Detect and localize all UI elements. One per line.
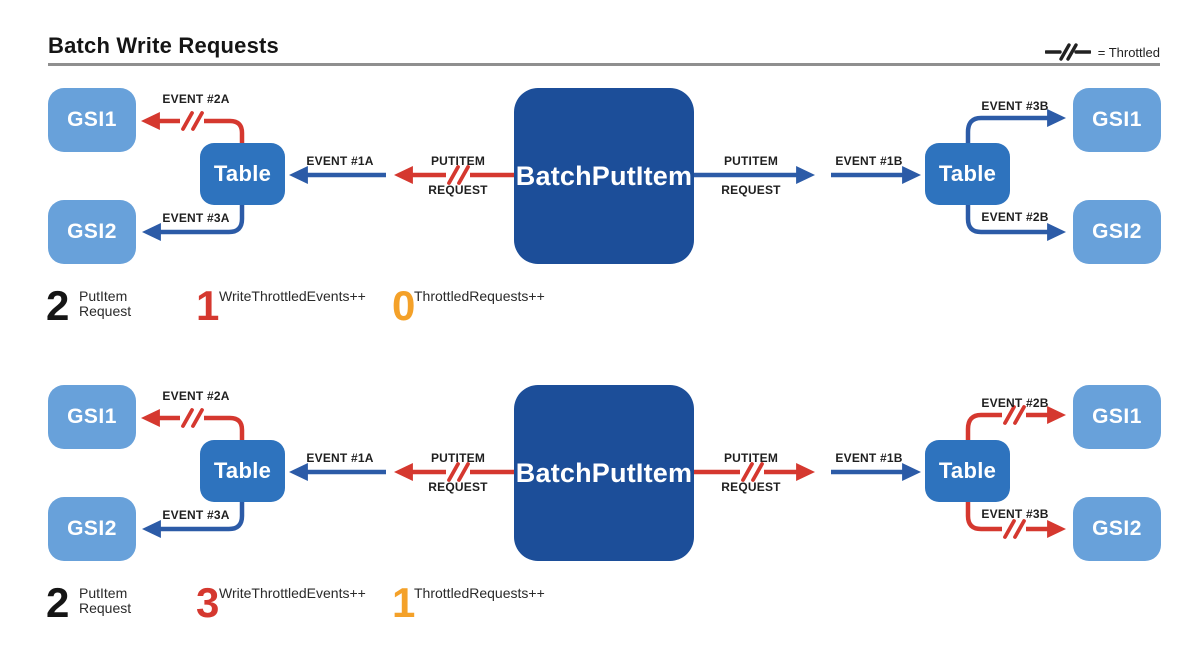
- throttled-requests-count: 1: [392, 579, 416, 626]
- putitem-left-label-line2: REQUEST: [428, 480, 488, 494]
- throttle-mark-putitem-left: [447, 462, 470, 482]
- putitem-left-label-line2: REQUEST: [428, 183, 488, 197]
- throttle-mark-event-3b: [1003, 519, 1026, 539]
- gsi2-left-node: GSI2: [48, 200, 136, 264]
- write-throttled-count: 1: [196, 282, 220, 329]
- event-2b-label: EVENT #2B: [981, 396, 1049, 410]
- arrow-event-3b: [965, 500, 1002, 532]
- event-1a-label: EVENT #1A: [306, 154, 374, 168]
- gsi1-left-node: GSI1: [48, 88, 136, 152]
- throttle-mark-event-2a: [181, 408, 204, 428]
- arrow-event-3a: [142, 501, 245, 538]
- putitem-count-label: PutItem Request: [79, 288, 132, 319]
- arrow-event-2b: [965, 203, 1066, 241]
- diagram-1-arrows: [141, 109, 1066, 241]
- table-right-node: Table: [925, 143, 1010, 205]
- title-divider: [48, 63, 1160, 66]
- table-left-node: Table: [200, 440, 285, 502]
- putitem-right-label-line2: REQUEST: [721, 480, 781, 494]
- arrow-event-2a: [204, 118, 245, 146]
- gsi2-right-node: GSI2: [1073, 200, 1161, 264]
- arrow-event-3b: [965, 109, 1066, 145]
- event-3b-label: EVENT #3B: [981, 507, 1049, 521]
- arrow-event-2b: [965, 412, 1002, 442]
- event-2b-label: EVENT #2B: [981, 210, 1049, 224]
- throttled-requests-count: 0: [392, 282, 416, 329]
- putitem-left-label-line1: PUTITEM: [430, 451, 486, 465]
- write-throttled-count: 3: [196, 579, 220, 626]
- event-1b-label: EVENT #1B: [835, 154, 903, 168]
- event-3a-label: EVENT #3A: [162, 508, 230, 522]
- putitem-right-label-line1: PUTITEM: [723, 451, 779, 465]
- write-throttled-label: WriteThrottledEvents++: [219, 585, 366, 601]
- batchputitem-node: BatchPutItem: [514, 385, 694, 561]
- table-left-node: Table: [200, 143, 285, 205]
- event-1b-label: EVENT #1B: [835, 451, 903, 465]
- putitem-count: 2: [46, 282, 70, 329]
- gsi1-right-node: GSI1: [1073, 88, 1161, 152]
- putitem-left-label-line1: PUTITEM: [430, 154, 486, 168]
- throttled-legend: = Throttled: [1044, 42, 1160, 62]
- gsi2-right-node: GSI2: [1073, 497, 1161, 561]
- write-throttled-label: WriteThrottledEvents++: [219, 288, 366, 304]
- page-title: Batch Write Requests: [48, 33, 279, 58]
- gsi1-right-node: GSI1: [1073, 385, 1161, 449]
- putitem-count: 2: [46, 579, 70, 626]
- throttle-mark-event-2a: [181, 111, 204, 131]
- throttled-line-icon: [1044, 43, 1091, 61]
- throttled-requests-label: ThrottledRequests++: [414, 585, 545, 601]
- throttled-legend-label: = Throttled: [1097, 44, 1160, 60]
- event-3b-label: EVENT #3B: [981, 99, 1049, 113]
- arrow-event-2a: [204, 415, 245, 443]
- gsi1-left-node: GSI1: [48, 385, 136, 449]
- putitem-count-label: PutItem Request: [79, 585, 132, 616]
- event-2a-label: EVENT #2A: [162, 92, 230, 106]
- event-3a-label: EVENT #3A: [162, 211, 230, 225]
- arrow-event-3a: [142, 204, 245, 241]
- diagram-2-arrows: [141, 405, 1066, 539]
- event-1a-label: EVENT #1A: [306, 451, 374, 465]
- table-right-node: Table: [925, 440, 1010, 502]
- throttle-mark-putitem-left: [447, 165, 470, 185]
- putitem-right-label-line2: REQUEST: [721, 183, 781, 197]
- event-2a-label: EVENT #2A: [162, 389, 230, 403]
- throttled-requests-label: ThrottledRequests++: [414, 288, 545, 304]
- putitem-right-label-line1: PUTITEM: [723, 154, 779, 168]
- batchputitem-node: BatchPutItem: [514, 88, 694, 264]
- gsi2-left-node: GSI2: [48, 497, 136, 561]
- throttle-mark-putitem-right: [741, 462, 764, 482]
